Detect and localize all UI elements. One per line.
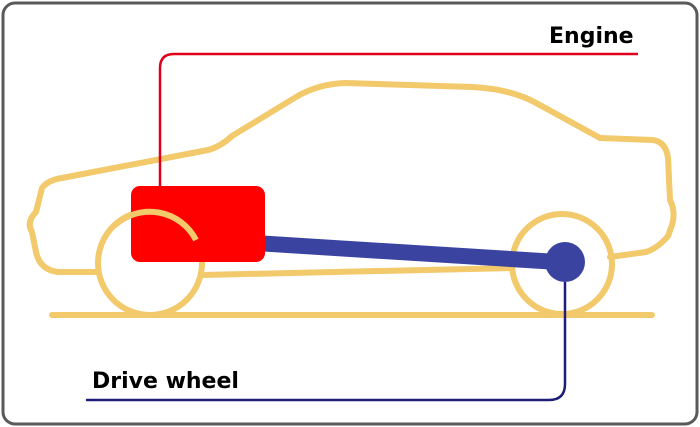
front-wheel-overlay — [111, 208, 199, 242]
car-body-outline — [26, 80, 677, 275]
drive-wheel-hub — [545, 242, 585, 282]
engine-block — [131, 186, 265, 262]
engine-leader-line — [158, 52, 638, 186]
drive-wheel-label: Drive wheel — [92, 369, 239, 394]
drive-shaft — [255, 235, 558, 270]
engine-label: Engine — [549, 24, 634, 49]
car-underbody — [199, 265, 515, 278]
drive-wheel-leader-line — [86, 282, 567, 402]
